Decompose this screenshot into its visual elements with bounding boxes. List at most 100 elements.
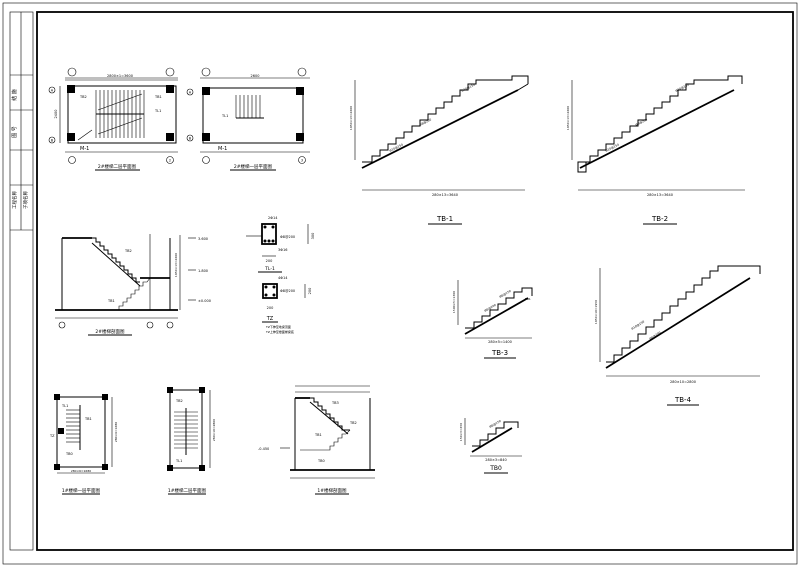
plan2-title: 2#楼梯一层平面图 [234, 163, 273, 170]
tb3-rebar-1: Φ8@150 [499, 289, 512, 299]
tb0-dim: 280×3=840 [485, 458, 506, 462]
title-block-label-2: 图 号 [12, 126, 18, 138]
beam-title: TL-1 [264, 266, 275, 272]
plan1-title: 2#楼梯二层平面图 [98, 163, 137, 170]
plan2-dim-top: 2600 [251, 74, 260, 78]
section1-title: 2#楼梯剖面图 [95, 328, 125, 335]
beam-dim-h: 300 [311, 233, 315, 240]
tb4-rebar-2: Φ8@200 [648, 331, 661, 341]
plan3-tag-tl1: TL1 [61, 404, 68, 408]
plan3-tag-tb1: TB1 [84, 417, 92, 421]
column-detail-tz: 4Φ14 Φ8@200 200 200 TZ TZ下伸至地梁顶面 TZ上伸至楼面… [262, 276, 312, 334]
tb0-rise: 150×3=450 [459, 423, 463, 441]
plan1-axis-a: A [51, 89, 54, 93]
plan2-axis-b: B [189, 137, 192, 141]
plan1-tag-tl1: TL1 [154, 109, 161, 113]
plan2-axis-a: A [189, 91, 192, 95]
section2-tag-tb3: TB3 [331, 401, 339, 405]
plan2-door-label: M-1 [218, 146, 227, 152]
plan3-dim-side: 280×6=1680 [114, 422, 118, 442]
flight-tb2: 1950×13=2600 Φ10@150 Φ8@200 Φ10@150 280×… [566, 75, 745, 225]
tb4-dim: 280×10=2800 [670, 380, 696, 384]
tb4-rebar-1: Φ10@150 [630, 320, 645, 331]
section2-title: 1#楼梯剖面图 [317, 487, 347, 494]
tb1-rebar-3: Φ10@150 [389, 143, 404, 153]
tb1-rise: 1950×13=2600 [349, 106, 353, 130]
plan1-tag-tb1: TB1 [154, 95, 162, 99]
tb3-rebar-2: Φ8@200 [484, 303, 497, 313]
flight-tb1: 1950×13=2600 Φ10@150 Φ8@200 Φ10@150 280×… [349, 75, 529, 225]
tb1-title: TB-1 [436, 215, 453, 223]
plan1-axis-bottom: 2 [169, 159, 171, 163]
tb1-rebar-1: Φ10@150 [461, 83, 476, 93]
beam-bot-bar: 3Φ16 [278, 248, 287, 252]
plan-1-stair-level-1: TB1 TB0 TL1 TZ 280×6=1680 280×6=1680 1#楼… [49, 394, 118, 495]
column-stirrup: Φ8@200 [280, 289, 295, 293]
plan3-dim-bottom: 280×6=1680 [71, 469, 91, 473]
plan-2-stair-level-1: 2600 TL1 M-1 A B 3 2#楼梯一层平面图 [186, 67, 310, 171]
section1-tag-tb2: TB2 [124, 249, 132, 253]
plan-1-stair-level-2: TB2 TL1 280×10=2800 1#楼梯二层平面图 [167, 387, 216, 495]
beam-detail-tl1: 2Φ14 3Φ16 Φ8@200 300 200 TL-1 [246, 216, 315, 273]
plan-2-stair-level-2: 2800×1=3600 TB2 TB1 TL1 [48, 67, 178, 171]
tb1-dim: 280×13=3640 [432, 193, 458, 197]
section2-elev-bot: -0.450 [258, 447, 269, 451]
section-1-stair: TB3 TB2 TB1 TB0 -0.450 1#楼梯剖面图 [258, 385, 375, 495]
title-block-label-4: 子项名称 [22, 191, 29, 209]
tb2-rebar-1: Φ10@150 [675, 83, 690, 93]
flight-tb3: 1500×5=1300 Φ8@150 Φ8@200 TB1 280×5=1400… [452, 280, 533, 359]
section1-elev-top: 3.600 [198, 237, 208, 241]
plan4-dim-side: 280×10=2800 [212, 419, 216, 441]
beam-dim-w: 200 [266, 259, 273, 263]
plan3-tag-tb0: TB0 [65, 452, 73, 456]
section2-tag-tb2: TB2 [349, 421, 357, 425]
tb4-rise: 1950×10=1950 [594, 300, 598, 324]
tb3-tag: TB1 [524, 297, 531, 301]
plan2-tag-tl1: TL1 [221, 114, 228, 118]
tb2-title: TB-2 [651, 215, 668, 223]
plan1-tag-tb2: TB2 [79, 95, 87, 99]
section1-elev-mid: 1.800 [198, 269, 208, 273]
inner-frame [36, 11, 794, 551]
plan1-dim-side: 2400 [54, 110, 58, 119]
tb1-rebar-2: Φ8@200 [419, 117, 432, 127]
plan1-door-label: M-1 [80, 146, 89, 152]
flight-tb4: 1950×10=1950 Φ10@150 Φ8@200 280×10=2800 … [594, 265, 761, 406]
plan4-tag-tl1: TL1 [175, 459, 182, 463]
tb2-rise: 1950×13=2600 [566, 106, 570, 130]
title-block-label-1: 结 施 [11, 89, 18, 101]
tb2-rebar-2: Φ8@200 [635, 117, 648, 127]
section1-elev-bot: ±0.000 [198, 299, 211, 303]
column-bars: 4Φ14 [278, 276, 288, 280]
tb4-title: TB-4 [674, 396, 692, 404]
section2-tag-tb0: TB0 [317, 459, 325, 463]
column-dim-bottom: 200 [267, 306, 274, 310]
flight-tb0: 150×3=450 Φ8@150 280×3=840 TB0 [459, 418, 522, 474]
column-note-1: TZ下伸至地梁顶面 [265, 324, 291, 329]
tb3-rise: 1500×5=1300 [452, 291, 456, 313]
tb2-dim: 280×13=3640 [647, 193, 673, 197]
column-title: TZ [266, 316, 274, 322]
beam-top-bar: 2Φ14 [268, 216, 278, 220]
tb3-title: TB-3 [491, 349, 508, 357]
beam-stirrup: Φ8@200 [280, 235, 295, 239]
section1-dim-side: 1950×13=2600 [174, 253, 178, 277]
title-block: 结 施 图 号 工程名称 子项名称 [9, 11, 34, 551]
tb0-rebar-1: Φ8@150 [489, 419, 502, 429]
plan3-title: 1#楼梯一层平面图 [62, 487, 101, 494]
tb3-dim: 280×5=1400 [488, 340, 512, 344]
section-2-stair: TB2 TB1 1950×13=2600 3.600 1.800 ±0.000 … [55, 234, 211, 336]
column-dim-side: 200 [308, 288, 312, 295]
plan3-tag-tz: TZ [49, 434, 55, 438]
plan4-title: 1#楼梯二层平面图 [168, 487, 207, 494]
tb2-rebar-3: Φ10@150 [605, 143, 620, 153]
section1-tag-tb1: TB1 [107, 299, 115, 303]
plan4-tag-tb2: TB2 [175, 399, 183, 403]
tb0-title: TB0 [489, 465, 502, 472]
title-block-label-3: 工程名称 [11, 191, 18, 209]
section2-tag-tb1: TB1 [314, 433, 322, 437]
plan1-axis-b: B [51, 139, 54, 143]
plan2-axis-bottom: 3 [301, 159, 303, 163]
